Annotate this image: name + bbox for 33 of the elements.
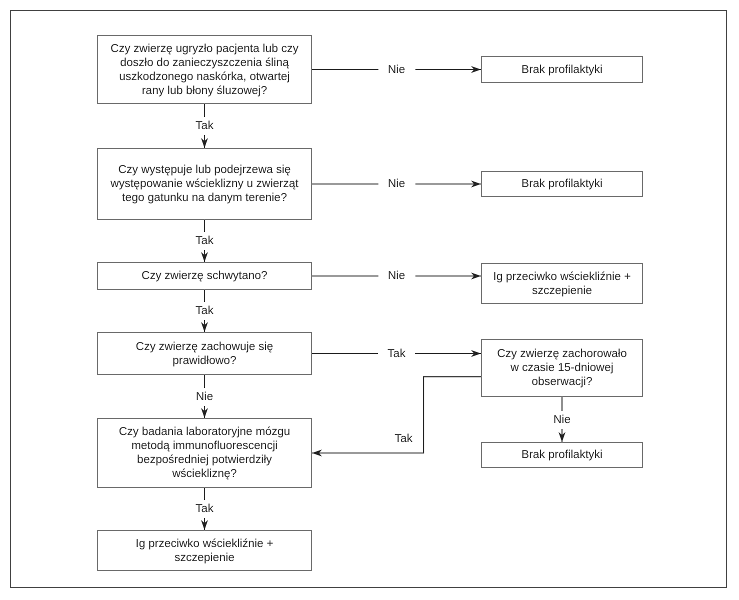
outcome-box [481, 171, 643, 197]
question-text: Czy zwierzę ugryzło pacjenta lub czy doszło do zanieczyszczenia śliną uszkodzonego naskórka, otwartej rany lub błony śluzowej? [110, 42, 300, 98]
question-text: Czy zwierzę zachowuje się prawidłowo? [134, 340, 274, 368]
outcome-text: Brak profilaktyki [521, 448, 603, 462]
edge-label: Tak [378, 346, 416, 360]
outcome-text: Brak profilaktyki [521, 177, 603, 191]
outcome-text: Brak profilaktyki [521, 62, 603, 76]
question-text: Czy występuje lub podejrzewa się występowanie wścieklizny u zwierząt tego gatunku na danym terenie? [110, 163, 300, 205]
outcome-box [481, 263, 643, 304]
question-box [97, 262, 312, 290]
edge-label: Tak [192, 117, 216, 135]
edge-label: Tak [192, 232, 216, 250]
outcome-box [481, 442, 643, 468]
outcome-text: Ig przeciwko wściekliźnie + szczepienie [134, 536, 274, 564]
question-box [97, 35, 312, 104]
question-box [97, 148, 312, 220]
question-text: Czy badania laboratoryjne mózgu metodą immunofluorescencji bezpośredniej potwierdziły wściekliznę? [118, 425, 292, 481]
outcome-box [481, 56, 643, 83]
outcome-box [97, 530, 312, 571]
question-text: Czy zwierzę schwytano? [142, 269, 268, 283]
edge-label: Tak [192, 302, 216, 320]
edge-label: Tak [192, 500, 216, 518]
arrow [312, 376, 481, 456]
arrow [201, 220, 208, 262]
question-box [481, 339, 643, 397]
arrow [201, 290, 208, 332]
arrow [201, 488, 208, 530]
arrow [201, 104, 208, 148]
question-text: Czy zwierzę zachorowało w czasie 15-dniowej obserwacji? [496, 347, 628, 389]
question-box [97, 332, 312, 375]
edge-label: Nie [378, 62, 416, 76]
outcome-text: Ig przeciwko wściekliźnie + szczepienie [493, 270, 631, 298]
question-box [97, 418, 312, 488]
